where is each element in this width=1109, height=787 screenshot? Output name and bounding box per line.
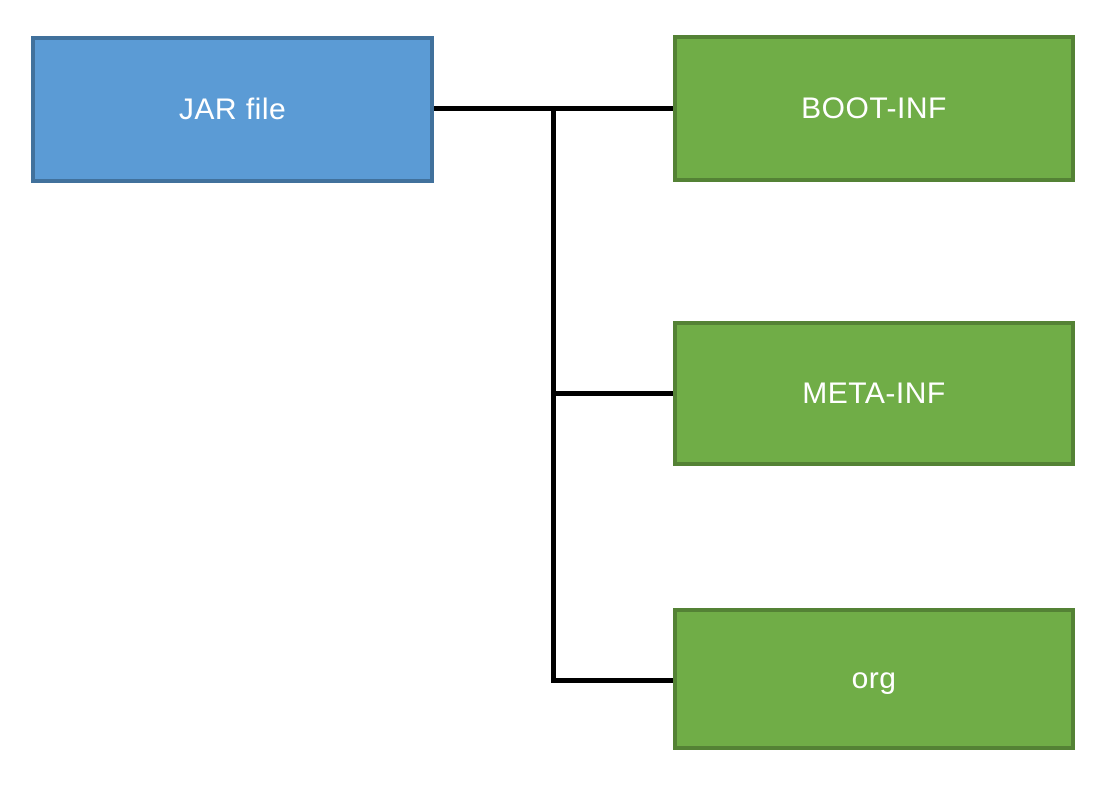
boot-inf-label: BOOT-INF [801,91,947,125]
jar-file-node: JAR file [31,36,434,183]
org-node: org [673,608,1075,750]
connector-org-branch [551,678,673,683]
boot-inf-node: BOOT-INF [673,35,1075,182]
org-label: org [851,662,897,695]
meta-inf-label: META-INF [802,376,946,410]
jar-file-label: JAR file [178,92,287,126]
meta-inf-node: META-INF [673,321,1075,466]
connector-meta-inf-branch [551,391,673,396]
